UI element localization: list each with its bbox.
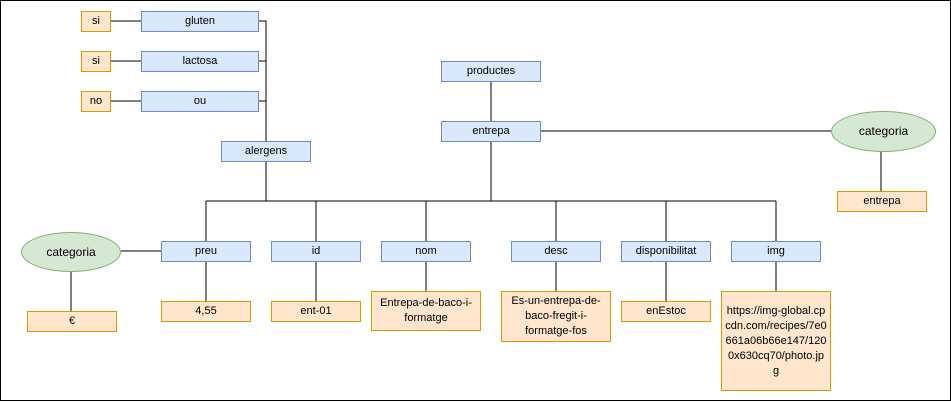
categoria-ellipse-preu: categoria	[21, 232, 121, 272]
desc-node: desc	[511, 241, 601, 262]
id-value: ent-01	[271, 301, 361, 322]
id-node: id	[271, 241, 361, 262]
lactosa-node: lactosa	[141, 51, 259, 72]
desc-value: Es-un-entrepa-de-baco-fregit-i-formatge-…	[501, 291, 611, 342]
gluten-node: gluten	[141, 11, 259, 32]
preu-node: preu	[161, 241, 251, 262]
disponibilitat-node: disponibilitat	[621, 241, 711, 262]
alergens-node: alergens	[221, 141, 311, 162]
ou-value: no	[81, 91, 111, 112]
preu-value: 4,55	[161, 301, 251, 322]
categoria-entrepa-value: entrepa	[837, 191, 927, 212]
gluten-value: si	[81, 11, 111, 32]
connector-gluten	[259, 20, 267, 141]
productes-node: productes	[441, 61, 541, 82]
img-node: img	[731, 241, 821, 262]
nom-node: nom	[381, 241, 471, 262]
ou-node: ou	[141, 91, 259, 112]
categoria-euro-value: €	[27, 311, 117, 332]
nom-value: Entrepa-de-baco-i-formatge	[371, 291, 481, 331]
img-value: https://img-global.cpcdn.com/recipes/7e0…	[721, 291, 831, 391]
categoria-ellipse-entrepa: categoria	[831, 111, 936, 152]
disponibilitat-value: enEstoc	[621, 301, 711, 322]
entrepa-node: entrepa	[441, 121, 541, 142]
lactosa-value: si	[81, 51, 111, 72]
